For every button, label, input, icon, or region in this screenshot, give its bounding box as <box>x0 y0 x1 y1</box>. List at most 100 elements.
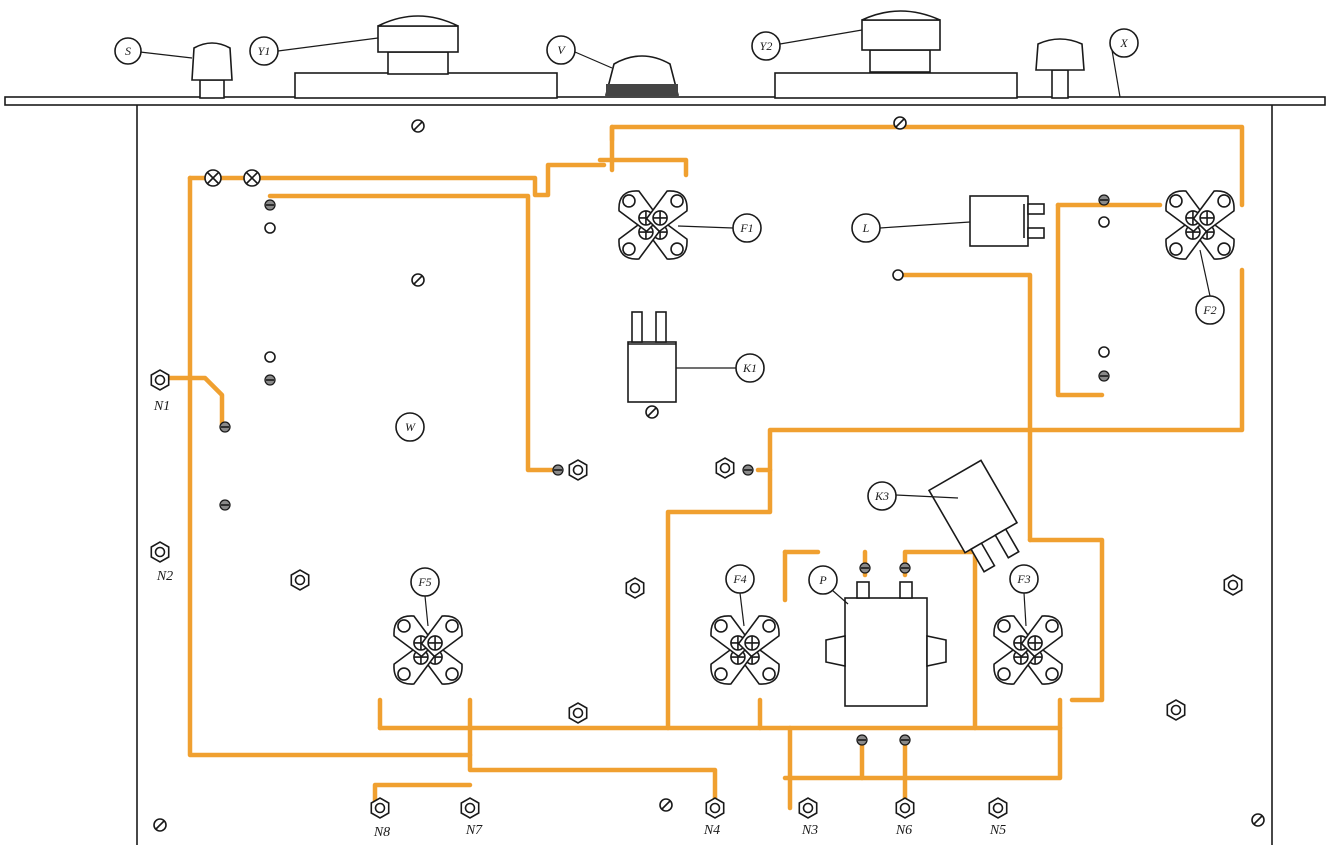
top-panel-plate <box>4 96 1326 106</box>
label-s: S <box>125 44 131 58</box>
fuse-holder-f5 <box>393 615 463 685</box>
label-w: W <box>405 420 416 434</box>
hex-nut <box>988 797 1008 819</box>
hex-nut <box>568 702 588 724</box>
terminal-post <box>264 374 276 386</box>
hex-nut <box>705 797 725 819</box>
label-f2: F2 <box>1202 303 1216 317</box>
terminal-label-n1: N1 <box>153 399 170 414</box>
fuse-holder-f1 <box>618 190 688 260</box>
wire-segment <box>609 124 1245 208</box>
switch-contact <box>204 169 222 187</box>
wire-segment <box>159 375 225 428</box>
callout-l: L <box>851 213 971 243</box>
wire-segment <box>187 175 473 758</box>
callouts: S Y1 V Y2 X F1 L <box>114 28 1225 627</box>
label-x: X <box>1119 36 1128 50</box>
callout-y1: Y1 <box>249 36 379 66</box>
callout-v: V <box>546 35 613 69</box>
callout-x: X <box>1109 28 1139 98</box>
hex-nut <box>1223 574 1243 596</box>
label-y2: Y2 <box>760 39 773 53</box>
terminal-post <box>219 421 231 433</box>
label-y1: Y1 <box>258 44 271 58</box>
hex-nut <box>150 369 170 391</box>
callout-f4: F4 <box>725 564 755 627</box>
mounting-screw <box>411 119 425 133</box>
hex-nut <box>150 541 170 563</box>
wire-segment <box>267 193 561 473</box>
mounting-screw <box>659 798 673 812</box>
knob-small <box>1035 38 1085 99</box>
terminal-label-n3: N3 <box>801 823 818 838</box>
terminal-labels: N1 N2 N8 N7 N4 N3 N6 N5 <box>153 399 1006 840</box>
callout-k1: K1 <box>676 353 765 383</box>
capacitor-p <box>825 581 947 707</box>
terminal-label-n2: N2 <box>156 569 173 584</box>
callout-y2: Y2 <box>751 29 863 61</box>
mounting-screw <box>893 116 907 130</box>
hex-nut <box>568 459 588 481</box>
mounting-screw <box>645 405 659 419</box>
fuse-holders <box>393 190 1235 685</box>
relay-l <box>969 195 1045 247</box>
terminal-post <box>219 499 231 511</box>
hex-nut <box>370 797 390 819</box>
terminal-post <box>899 562 911 574</box>
fuse-holder-f4 <box>710 615 780 685</box>
relay-k1 <box>627 311 677 403</box>
solder-lug <box>892 269 904 281</box>
wire-segment <box>782 697 1063 781</box>
callout-f5: F5 <box>410 567 440 627</box>
switch-contact <box>243 169 261 187</box>
label-f3: F3 <box>1016 572 1030 586</box>
mounting-screw <box>411 273 425 287</box>
label-v: V <box>557 43 566 57</box>
relay-k3 <box>927 459 1020 573</box>
wire-segment <box>187 162 607 198</box>
callout-w: W <box>395 412 425 442</box>
terminal-post <box>1098 194 1110 206</box>
label-f4: F4 <box>732 572 746 586</box>
wire-segment <box>1027 537 1105 703</box>
knob-s <box>191 42 233 99</box>
wire-segment <box>467 697 718 811</box>
terminal-label-n8: N8 <box>373 825 390 840</box>
callout-f1: F1 <box>677 213 762 243</box>
knob-v <box>604 55 680 96</box>
terminal-post <box>1098 370 1110 382</box>
hardware <box>150 116 1265 832</box>
terminal-post <box>552 464 564 476</box>
hex-nut <box>1166 699 1186 721</box>
terminal-post <box>856 734 868 746</box>
solder-lug <box>264 222 276 234</box>
callout-s: S <box>114 37 193 65</box>
fuse-holder-f2 <box>1165 190 1235 260</box>
top-controls <box>191 10 1085 99</box>
terminal-post <box>264 199 276 211</box>
wire-segment <box>895 272 1033 543</box>
solder-lug <box>1098 346 1110 358</box>
hex-nut <box>625 577 645 599</box>
fuse-holder-f3 <box>993 615 1063 685</box>
wiring <box>159 124 1245 811</box>
callout-f2: F2 <box>1195 249 1225 325</box>
label-p: P <box>818 573 827 587</box>
terminal-label-n5: N5 <box>989 823 1006 838</box>
callout-f3: F3 <box>1009 564 1039 627</box>
label-k3: K3 <box>874 489 889 503</box>
terminal-label-n7: N7 <box>465 823 483 838</box>
terminal-label-n6: N6 <box>895 823 912 838</box>
label-f5: F5 <box>417 575 431 589</box>
callout-p: P <box>808 565 849 605</box>
wire-segment <box>597 157 689 178</box>
terminal-label-n4: N4 <box>703 823 720 838</box>
knob-y1 <box>294 15 558 99</box>
chassis <box>4 96 1326 845</box>
label-l: L <box>862 221 870 235</box>
hex-nut <box>895 797 915 819</box>
solder-lug <box>264 351 276 363</box>
solder-lug <box>1098 216 1110 228</box>
terminal-post <box>899 734 911 746</box>
